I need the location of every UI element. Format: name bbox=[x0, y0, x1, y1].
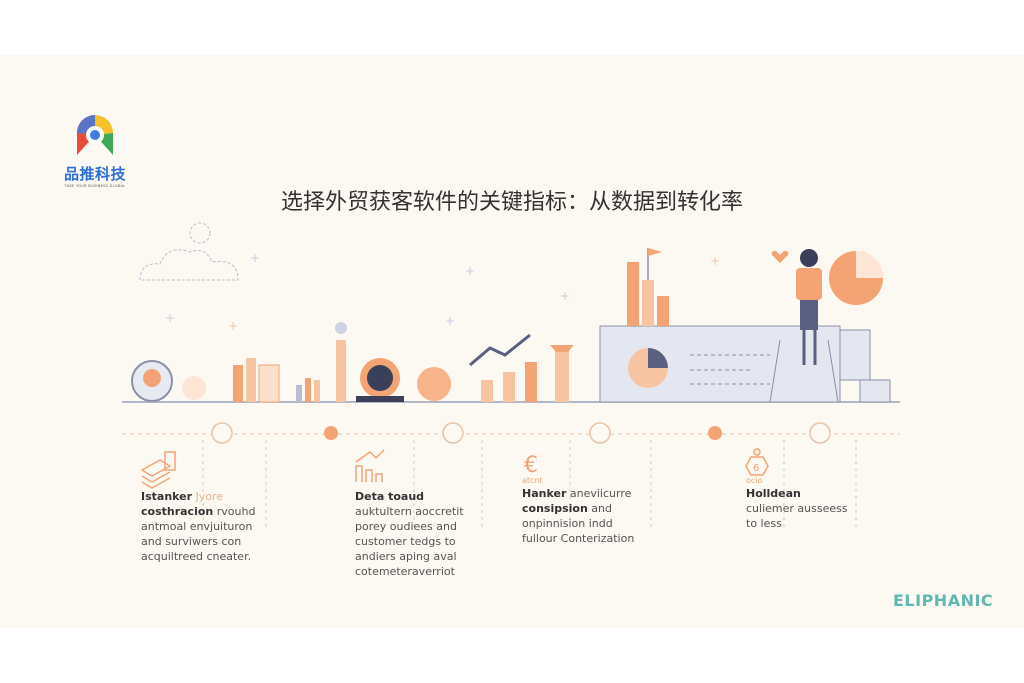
card-bold-text: consipsion bbox=[522, 502, 588, 515]
svg-text:+: + bbox=[250, 251, 260, 265]
icon-label: ocio bbox=[746, 476, 763, 485]
card-line: cotemeteraverriot bbox=[355, 565, 455, 578]
card-heading: Deta toaud bbox=[355, 490, 425, 503]
brand-watermark: ELIPHANIC bbox=[893, 591, 994, 610]
euro-icon: € bbox=[524, 453, 538, 478]
card-line: auktultern aoccretit bbox=[355, 505, 464, 518]
info-card-1: Istanker Jyore costhracion rvouhd antmoa… bbox=[141, 489, 255, 564]
cloud-icon bbox=[139, 222, 239, 281]
card-line: onpinnision indd bbox=[522, 517, 613, 530]
timeline-node bbox=[324, 426, 338, 440]
svg-text:+: + bbox=[465, 264, 475, 278]
card-line: antmoal envjuituron bbox=[141, 520, 253, 533]
svg-text:+: + bbox=[560, 289, 570, 303]
card-line: porey oudiees and bbox=[355, 520, 457, 533]
card-line: customer tedgs to bbox=[355, 535, 456, 548]
info-card-3: atcnt Hanker aneviicurre consipsion and … bbox=[522, 476, 634, 546]
dashboard-illustration bbox=[599, 248, 891, 403]
card-text: and bbox=[587, 502, 613, 515]
svg-text:+: + bbox=[445, 314, 455, 328]
building-icon bbox=[140, 451, 176, 489]
svg-text:+: + bbox=[228, 319, 238, 333]
card-bold-text: costhracion bbox=[141, 505, 214, 518]
svg-text:+: + bbox=[710, 254, 720, 268]
card-text: rvouhd bbox=[213, 505, 256, 518]
hexagon-badge-icon: 6 bbox=[745, 448, 769, 476]
card-line: andiers aping aval bbox=[355, 550, 457, 563]
card-heading-accent: Jyore bbox=[195, 490, 224, 503]
card-heading: Hanker bbox=[522, 487, 567, 500]
info-card-2: Deta toaud auktultern aoccretit porey ou… bbox=[355, 489, 464, 579]
card-heading: Istanker bbox=[141, 490, 193, 503]
timeline-node bbox=[809, 422, 831, 444]
logo-icon bbox=[77, 115, 113, 155]
timeline-node bbox=[211, 422, 233, 444]
info-card-4: ocio Holldean culiemer ausseess to less bbox=[746, 476, 848, 531]
card-heading: Holldean bbox=[746, 487, 801, 500]
card-line: to less bbox=[746, 517, 782, 530]
card-text: aneviicurre bbox=[566, 487, 632, 500]
svg-text:+: + bbox=[165, 311, 175, 325]
card-line: and surviwers con bbox=[141, 535, 242, 548]
timeline-node bbox=[589, 422, 611, 444]
card-line: culiemer ausseess bbox=[746, 502, 848, 515]
timeline-node bbox=[442, 422, 464, 444]
card-line: acquiltreed cneater. bbox=[141, 550, 252, 563]
timeline bbox=[122, 422, 900, 530]
card-line: fullour Conterization bbox=[522, 532, 635, 545]
chart-icon bbox=[355, 449, 385, 482]
logo-name: 品推科技 bbox=[63, 165, 126, 183]
icon-row bbox=[131, 322, 574, 403]
svg-text:6: 6 bbox=[753, 463, 759, 474]
page-title: 选择外贸获客软件的关键指标：从数据到转化率 bbox=[280, 190, 743, 215]
sparkles: + + + + + + + bbox=[165, 251, 720, 333]
logo-tagline: TAKE YOUR BUSINESS GLOBAL bbox=[64, 184, 126, 188]
icon-label: atcnt bbox=[522, 476, 543, 485]
logo: 品推科技 TAKE YOUR BUSINESS GLOBAL bbox=[60, 113, 130, 188]
timeline-node bbox=[708, 426, 722, 440]
